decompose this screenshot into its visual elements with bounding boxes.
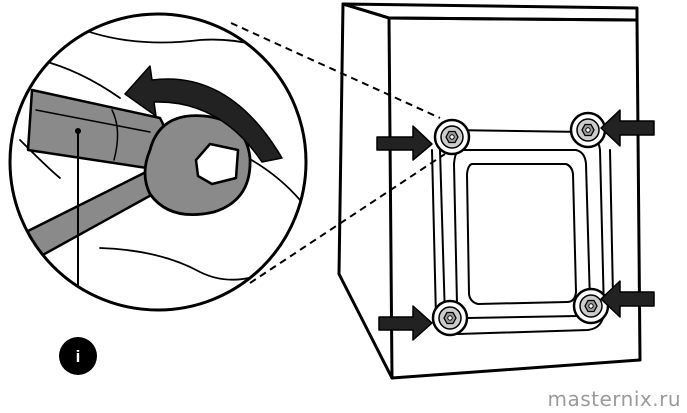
machine-back-panel — [387, 16, 642, 380]
bolt-shank-ridge — [111, 109, 119, 161]
bolt-bottom-right — [572, 287, 610, 325]
callout-marker: i — [59, 337, 97, 375]
pointer-arrow-icon — [600, 109, 655, 147]
bolt-shank-highlight — [35, 109, 151, 133]
rail-right — [609, 149, 614, 297]
bolt-bottom-left — [431, 299, 469, 337]
back-plate-mid — [453, 149, 591, 319]
rail-left — [431, 149, 437, 319]
pointer-arrow-icon — [378, 305, 433, 341]
pointer-arrows — [376, 109, 655, 341]
pointer-arrow-icon — [600, 280, 655, 318]
curved-arrow-icon — [124, 65, 283, 163]
connector-top — [230, 22, 441, 119]
callout-label: i — [76, 347, 81, 366]
inset-border — [8, 12, 308, 312]
pointer-arrow-icon — [376, 125, 433, 161]
callout-leader-dot — [75, 128, 81, 134]
watermark-text: masternix.ru — [547, 387, 681, 411]
bolt-top-right — [569, 111, 607, 149]
connector-bottom — [249, 153, 446, 284]
panel-contour — [19, 139, 61, 179]
magnified-inset — [8, 12, 308, 312]
zoom-connectors — [230, 22, 446, 284]
bolt-top-left — [433, 118, 471, 156]
wrench-jaw-opening — [194, 142, 240, 186]
transport-bolts — [431, 111, 610, 337]
back-plate-inner — [466, 163, 577, 305]
